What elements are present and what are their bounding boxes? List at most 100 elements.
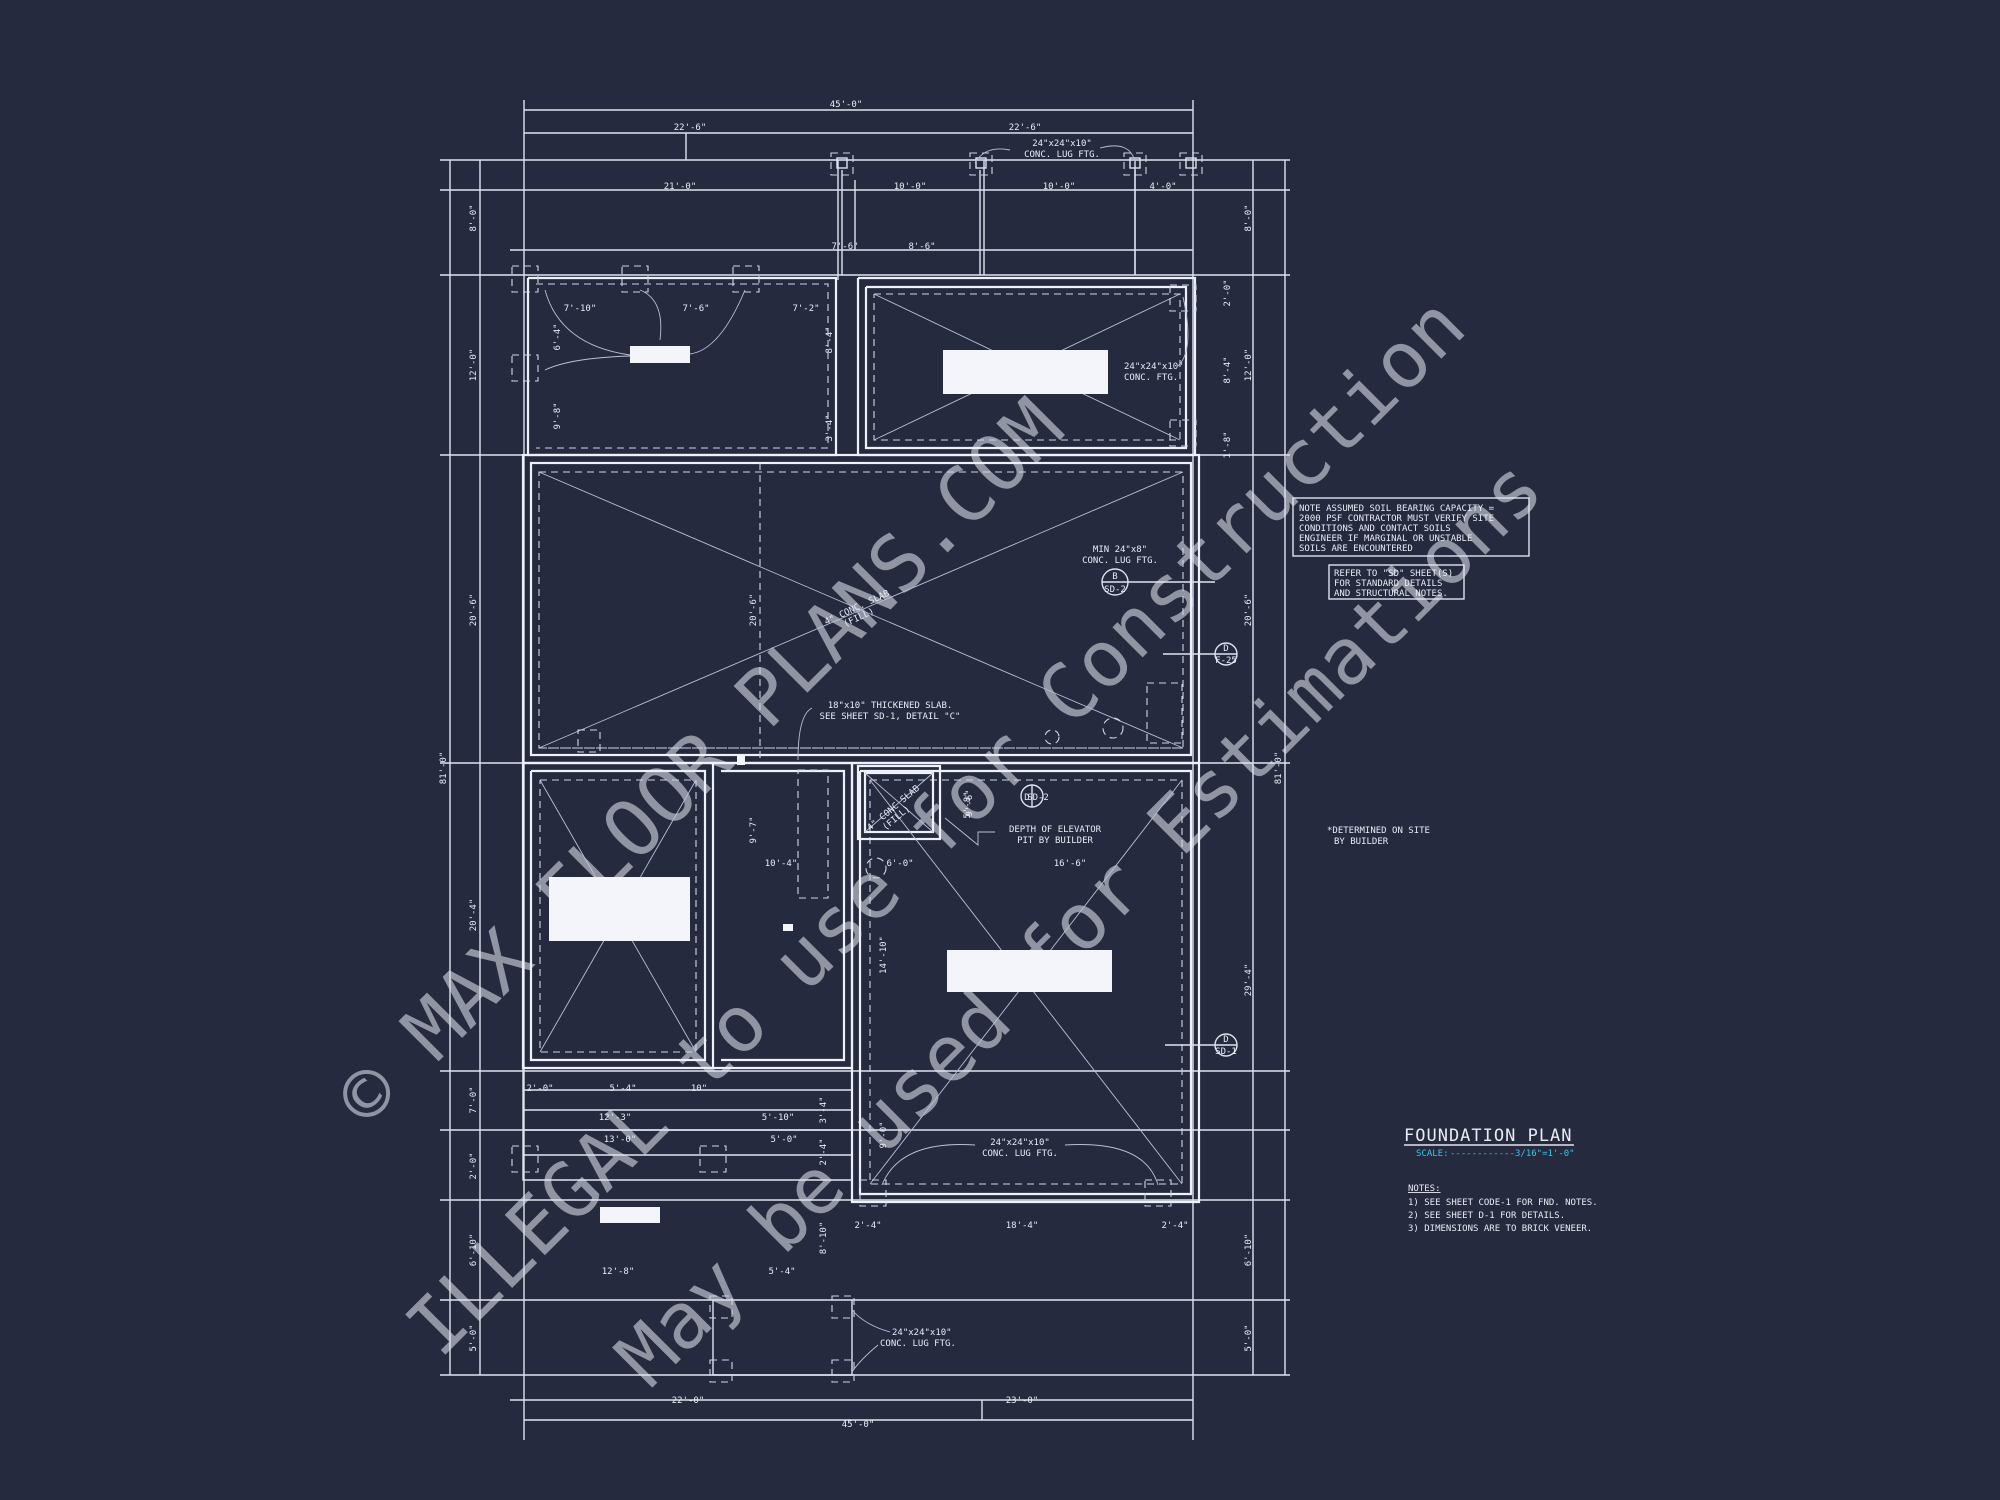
soil-note-line-1: NOTE ASSUMED SOIL BEARING CAPACITY = (1299, 504, 1495, 514)
callout-lug-garage-2: CONC. LUG FTG. (982, 1149, 1058, 1159)
callout-elevator-2: PIT BY BUILDER (1017, 836, 1093, 846)
dim-inner-3: 6'-4" (553, 323, 563, 350)
section-tag-3-bottom: SD-2 (1027, 793, 1049, 803)
dim-inner-1: 8'-4" (825, 326, 835, 353)
dim-right-1: 8'-0" (1244, 204, 1254, 231)
dim-horz-2: 6'-0" (886, 859, 913, 869)
dim-left-7: 2'-0" (469, 1152, 479, 1179)
dim-right-7: 5'-0" (1244, 1324, 1254, 1351)
section-tag-2-bottom: F-25 (1215, 656, 1237, 666)
scale-label: SCALE: (1416, 1149, 1449, 1159)
scale-value: 3/16"=1'-0" (1515, 1149, 1575, 1159)
callout-lug-bottom-2: CONC. LUG FTG. (880, 1339, 956, 1349)
dim-front-1: 12'-8" (602, 1267, 635, 1277)
soil-note: NOTE ASSUMED SOIL BEARING CAPACITY = 200… (1292, 497, 1530, 557)
callout-lug-right-1: 24"x24"x10" (1124, 362, 1184, 372)
soil-note-line-4: ENGINEER IF MARGINAL OR UNSTABLE (1299, 534, 1472, 544)
dim-left-1: 8'-0" (469, 204, 479, 231)
notes-heading: NOTES: (1408, 1184, 1441, 1194)
dim-left-3: 20'-6" (469, 594, 479, 627)
dim-porch-3: 7'-2" (792, 304, 819, 314)
dim-row3-3: 10'-0" (1043, 182, 1076, 192)
site-note-line-1: *DETERMINED ON SITE (1327, 826, 1430, 836)
section-tag-2-top: D (1223, 644, 1228, 654)
dim-right-small-3: 1'-8" (1223, 431, 1233, 458)
dim-bottom-2: 23'-0" (1006, 1396, 1039, 1406)
section-tag-1-top: B (1112, 572, 1117, 582)
dim-left-8: 6'-10" (469, 1234, 479, 1267)
porch-footings (511, 265, 1197, 1207)
dim-inner-8: 14'-10" (879, 936, 889, 974)
callout-thickened-2: SEE SHEET SD-1, DETAIL "C" (820, 712, 961, 722)
general-notes: NOTES: 1) SEE SHEET CODE-1 FOR FND. NOTE… (1408, 1184, 1598, 1234)
dim-right-small-2: 8'-4" (1223, 356, 1233, 383)
notes-item-3: 3) DIMENSIONS ARE TO BRICK VENEER. (1408, 1224, 1592, 1234)
notes-item-1: 1) SEE SHEET CODE-1 FOR FND. NOTES. (1408, 1198, 1598, 1208)
dim-row3-2: 10'-0" (894, 182, 927, 192)
dim-lower-6: 13'-0" (604, 1135, 637, 1145)
dim-inner-5: 20'-6" (749, 594, 759, 627)
rear-patio (830, 152, 1203, 275)
dim-right-6: 6'-10" (1244, 1234, 1254, 1267)
dim-inner-2: 3'-4" (825, 414, 835, 441)
dim-row3-1: 21'-0" (664, 182, 697, 192)
soil-note-line-2: 2000 PSF CONTRACTOR MUST VERIFY SITE (1299, 514, 1494, 524)
dim-right-small-1: 2'-0" (1223, 279, 1233, 306)
section-tags: B SD-2 D F-25 D SD-2 D SD-1 (1020, 568, 1238, 1057)
soil-note-line-3: CONDITIONS AND CONTACT SOILS (1299, 524, 1451, 534)
callout-thickened-1: 18"x10" THICKENED SLAB. (828, 701, 953, 711)
callout-lug-min-2: CONC. LUG FTG. (1082, 556, 1158, 566)
section-tag-1-bottom: SD-2 (1104, 585, 1126, 595)
callout-lug-min-1: MIN 24"x8" (1093, 545, 1147, 555)
dim-left-9: 5'-0" (469, 1324, 479, 1351)
dim-row3-4: 4'-0" (1149, 182, 1176, 192)
dim-top-right: 22'-6" (1009, 123, 1042, 133)
dim-right-3: 20'-6" (1244, 594, 1254, 627)
scale-leader: ------------ (1450, 1149, 1515, 1159)
section-tag-3-top: D (1024, 793, 1029, 803)
callout-lug-bottom-1: 24"x24"x10" (892, 1328, 952, 1338)
foundation-walls (521, 276, 1201, 1383)
callout-lug-right-2: CONC. FTG. (1124, 373, 1178, 383)
dim-front-2: 5'-4" (768, 1267, 795, 1277)
dimension-labels: 45'-0" 22'-6" 22'-6" 21'-0" 10'-0" 10'-0… (439, 100, 1284, 1430)
dim-inner-7: 5'-8" (963, 791, 973, 818)
title-block: FOUNDATION PLAN SCALE: ------------ 3/16… (1404, 1126, 1575, 1159)
notes-item-2: 2) SEE SHEET D-1 FOR DETAILS. (1408, 1211, 1565, 1221)
sd-note-line-1: REFER TO "SD" SHEET(S) (1334, 569, 1453, 579)
dim-row4-1: 7'-6" (831, 242, 858, 252)
dim-inner-12: 2'-4" (819, 1138, 829, 1165)
site-note-line-2: BY BUILDER (1334, 837, 1389, 847)
watermark-line-2: ILLEGAL to use for Construction (390, 280, 1483, 1373)
dim-inner-13: 9'-6" (965, 789, 975, 816)
dim-inner-4: 9'-8" (553, 402, 563, 429)
dim-porch-2: 7'-6" (682, 304, 709, 314)
dim-bottom-overall: 45'-0" (842, 1420, 875, 1430)
dim-inner-10: 8'-10" (819, 1222, 829, 1255)
dim-porch-1: 7'-10" (564, 304, 597, 314)
dim-inner-9: 9'-0" (879, 1121, 889, 1148)
dim-row4-2: 8'-6" (908, 242, 935, 252)
site-note: *DETERMINED ON SITE BY BUILDER (1327, 826, 1430, 847)
dim-overall-top: 45'-0" (830, 100, 863, 110)
dim-horz-1: 10'-4" (765, 859, 798, 869)
dim-lower-3: 10" (691, 1084, 707, 1094)
dim-left-2: 12'-0" (469, 349, 479, 382)
soil-note-line-5: SOILS ARE ENCOUNTERED (1299, 544, 1413, 554)
dim-horz-3: 16'-6" (1054, 859, 1087, 869)
sd-note: REFER TO "SD" SHEET(S) FOR STANDARD DETA… (1328, 564, 1465, 600)
dim-garage-2: 18'-4" (1006, 1221, 1039, 1231)
plan-title: FOUNDATION PLAN (1404, 1126, 1573, 1146)
dim-bottom-1: 22'-0" (672, 1396, 705, 1406)
callout-lug-top-1: 24"x24"x10" (1032, 139, 1092, 149)
dim-top-left: 22'-6" (674, 123, 707, 133)
dim-inner-6: 9'-7" (749, 816, 759, 843)
dim-left-5: 20'-4" (469, 899, 479, 932)
dim-lower-1: 2'-0" (526, 1084, 553, 1094)
dim-garage-3: 2'-4" (1161, 1221, 1188, 1231)
section-tag-4-top: D (1223, 1035, 1228, 1045)
dim-lower-4: 12'-3" (599, 1113, 632, 1123)
slab-label-blocks (549, 346, 1112, 1223)
callout-lug-top-2: CONC. LUG FTG. (1024, 150, 1100, 160)
callout-lug-garage-1: 24"x24"x10" (990, 1138, 1050, 1148)
